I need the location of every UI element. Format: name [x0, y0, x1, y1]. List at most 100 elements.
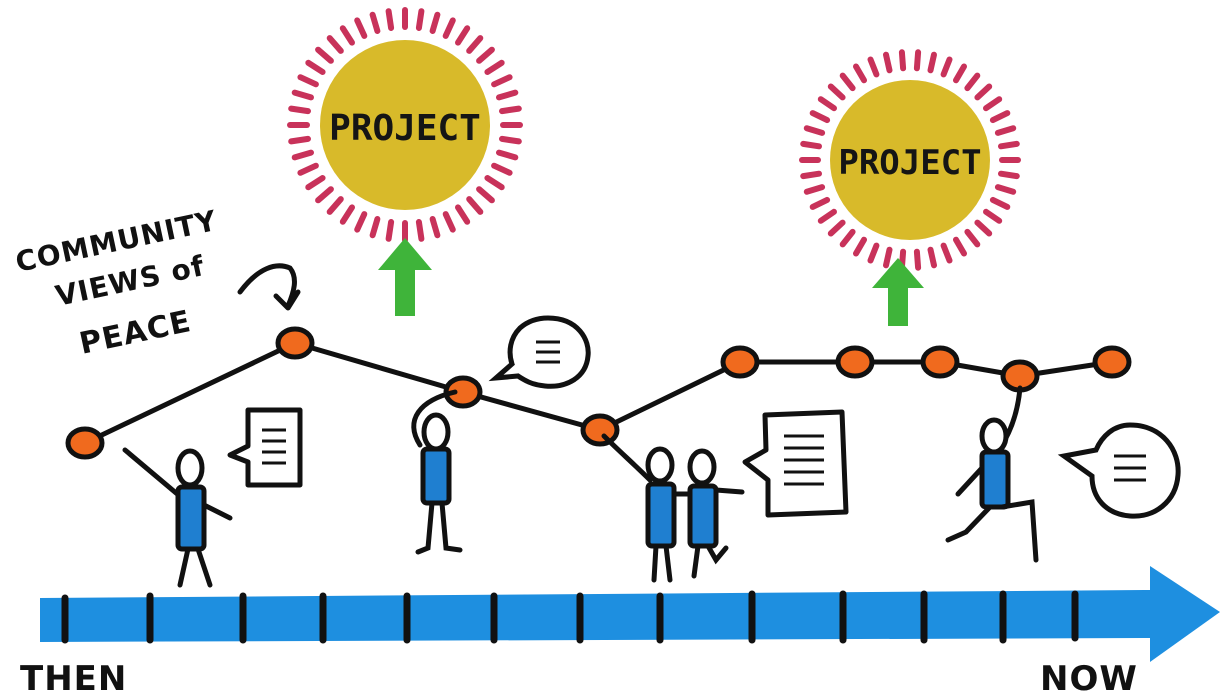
sun-ray	[989, 196, 1011, 210]
sun-rays-1	[287, 7, 523, 243]
sun-ray	[442, 211, 456, 233]
sun-ray	[827, 219, 846, 237]
sun-ray	[476, 186, 495, 204]
sun-ray	[484, 59, 505, 75]
sun-ray	[867, 56, 880, 78]
sun-ray	[994, 125, 1017, 136]
sun-ray	[315, 46, 334, 64]
sun-ray	[442, 17, 456, 39]
project-up-arrow-2	[872, 258, 924, 326]
then-label: THEN	[20, 659, 127, 699]
sun-ray	[974, 83, 993, 101]
sun-ray	[385, 219, 395, 242]
sun-ray	[839, 72, 856, 92]
project-label-1: PROJECT	[329, 108, 481, 149]
sun-ray	[989, 110, 1011, 124]
sun-ray	[927, 51, 937, 74]
sun-ray	[940, 56, 953, 78]
person-icon	[122, 447, 233, 588]
round-speech-bubble-icon	[1057, 422, 1181, 519]
sun-ray	[803, 184, 826, 195]
timeline-ticks	[61, 590, 1079, 644]
sun-ray	[809, 196, 831, 210]
community-views-annotation: COMMUNITY VIEWS of PEACE	[13, 204, 301, 362]
sun-ray	[291, 149, 314, 161]
sun-ray	[339, 204, 355, 225]
sun-ray	[953, 63, 967, 84]
peace-node	[275, 326, 315, 360]
sun-ray	[913, 248, 922, 271]
sun-ray	[429, 216, 441, 239]
round-speech-bubble-icon	[488, 315, 591, 389]
sun-ray	[998, 170, 1020, 180]
project-up-arrow-1	[378, 238, 432, 316]
sun-ray	[305, 59, 326, 75]
sun-ray	[499, 105, 522, 115]
sun-ray	[291, 89, 314, 101]
sun-ray	[288, 105, 311, 115]
peace-node	[65, 426, 105, 460]
sun-ray	[466, 35, 484, 54]
sun-ray	[983, 208, 1003, 224]
person-icon	[945, 385, 1039, 563]
sun-ray	[455, 25, 471, 46]
peace-node	[920, 345, 960, 379]
sun-ray	[499, 135, 522, 145]
sun-ray	[455, 204, 471, 225]
sun-ray	[297, 74, 319, 88]
sun-ray	[369, 11, 381, 34]
peace-node	[835, 345, 875, 379]
sun-ray	[297, 162, 319, 176]
speech-bubble-icon	[742, 409, 849, 518]
sun-ray	[326, 196, 344, 215]
sun-ray	[466, 196, 484, 215]
sun-ray	[809, 110, 831, 124]
sun-ray	[974, 219, 993, 237]
person-icon	[411, 389, 463, 555]
sun-ray	[326, 35, 344, 54]
peace-node	[1092, 345, 1132, 379]
sun-ray	[385, 8, 395, 31]
now-label: NOW	[1040, 659, 1138, 699]
curved-arrow-icon	[237, 263, 297, 309]
sun-ray	[484, 175, 505, 191]
sun-ray	[476, 46, 495, 64]
sun-ray	[800, 140, 822, 150]
sun-ray	[817, 208, 837, 224]
sun-ray	[953, 236, 967, 257]
peace-node	[720, 345, 760, 379]
peace-node	[580, 413, 620, 447]
sun-ray	[429, 11, 441, 34]
sun-ray	[940, 242, 953, 264]
sun-ray	[491, 74, 513, 88]
sun-rays-2	[799, 49, 1021, 271]
sun-ray	[354, 211, 368, 233]
sun-ray	[853, 63, 867, 84]
project-sun-1: PROJECT	[287, 7, 523, 243]
annotation-line-3: PEACE	[76, 304, 194, 362]
sun-ray	[491, 162, 513, 176]
person-icon	[673, 448, 745, 579]
sun-ray	[496, 89, 519, 101]
sun-ray	[994, 184, 1017, 195]
sun-ray	[288, 135, 311, 145]
sun-ray	[817, 96, 837, 112]
sun-ray	[883, 246, 893, 269]
sun-ray	[315, 186, 334, 204]
timeline-arrow	[40, 566, 1220, 662]
person-icon	[601, 433, 677, 583]
sun-ray	[800, 170, 822, 180]
sun-ray	[883, 51, 893, 74]
sun-ray	[964, 228, 981, 248]
sun-ray	[898, 49, 907, 72]
sun-ray	[305, 175, 326, 191]
peace-nodes	[65, 326, 1132, 460]
sun-ray	[853, 236, 867, 257]
sun-ray	[964, 72, 981, 92]
sun-ray	[369, 216, 381, 239]
sun-ray	[983, 96, 1003, 112]
sun-ray	[913, 49, 922, 72]
speech-bubble-icon	[227, 407, 303, 488]
sun-ray	[339, 25, 355, 46]
